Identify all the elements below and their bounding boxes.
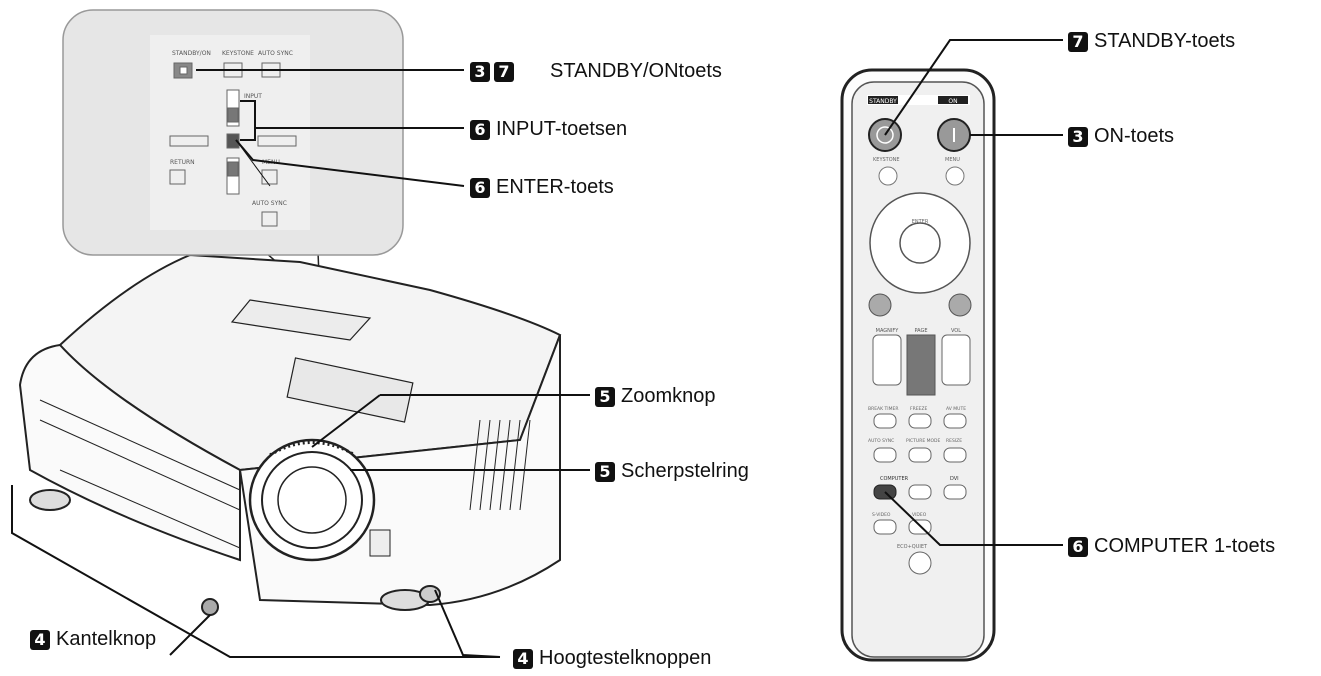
callout-text: ON-toets: [1094, 125, 1175, 147]
callout-input: 6 INPUT-toetsen: [470, 118, 627, 141]
callout-enter: 6 ENTER-toets: [470, 176, 614, 199]
remote-control: STANDBY ON KEYSTONE MENU ENTER MAGNIFY P…: [840, 68, 996, 662]
callout-computer1: 6 COMPUTER 1-toets: [1068, 535, 1275, 558]
remote-computer-label: COMPUTER: [880, 476, 909, 482]
remote-break-timer-label: BREAK TIMER: [868, 406, 898, 412]
callout-number: 7: [494, 61, 514, 82]
panel-return-label: RETURN: [170, 159, 195, 166]
panel-auto-sync-small-label: AUTO SYNC: [252, 200, 287, 207]
callout-number: 6: [470, 177, 490, 198]
callout-number: 6: [470, 119, 490, 140]
callout-text: ENTER-toets: [496, 176, 614, 198]
callout-text: Kantelknop: [56, 628, 157, 650]
remote-resize-label: RESIZE: [946, 438, 962, 444]
leader-lines: [11, 39, 1063, 658]
callout-number: 4: [513, 648, 533, 669]
remote-eco-quiet-label: ECO+QUIET: [897, 544, 928, 550]
callout-number: 5: [595, 461, 615, 482]
panel-auto-sync-label: AUTO SYNC: [258, 50, 293, 57]
remote-standby-label: STANDBY: [869, 98, 897, 105]
callout-standby: 7 STANDBY-toets: [1068, 30, 1235, 53]
callout-zoom: 5 Zoomknop: [595, 385, 716, 408]
callout-number: 3: [1068, 126, 1088, 147]
remote-menu-label: MENU: [945, 157, 960, 163]
callout-number: 5: [595, 386, 615, 407]
remote-vol-label: VOL: [951, 328, 961, 334]
panel-keystone-label: KEYSTONE: [222, 50, 254, 57]
remote-video-label: VIDEO: [912, 512, 927, 518]
projector: [18, 251, 562, 616]
callout-text: Scherpstelring: [621, 460, 749, 482]
remote-freeze-label: FREEZE: [910, 406, 927, 412]
remote-enter-label: ENTER: [912, 219, 929, 225]
remote-on-label: ON: [948, 98, 957, 105]
callout-number: 3: [470, 61, 490, 82]
callout-text: STANDBY-toets: [1094, 30, 1236, 52]
callout-number: 6: [1068, 536, 1088, 557]
callout-height: 4 Hoogtestelknoppen: [513, 647, 711, 670]
remote-dvi-label: DVI: [950, 476, 959, 482]
callout-text: Hoogtestelknoppen: [539, 647, 712, 669]
remote-av-mute-label: AV MUTE: [946, 406, 966, 412]
callout-tilt: 4 Kantelknop: [30, 628, 156, 651]
callout-text: STANDBY/ONtoets: [550, 60, 722, 82]
callout-number: 4: [30, 629, 50, 650]
control-panel-inset: STANDBY/ON KEYSTONE AUTO SYNC INPUT RETU…: [62, 9, 404, 256]
callout-text: Zoomknop: [621, 385, 716, 407]
remote-auto-sync-label: AUTO SYNC: [868, 438, 894, 444]
callout-number: 7: [1068, 31, 1088, 52]
remote-page-label: PAGE: [914, 328, 927, 334]
callout-text: INPUT-toetsen: [496, 118, 628, 140]
callout-text: COMPUTER 1-toets: [1094, 535, 1276, 557]
panel-standby-on-label: STANDBY/ON: [172, 50, 211, 57]
callout-standby-on: 3 7 STANDBY/ONtoets: [470, 60, 722, 83]
remote-magnify-label: MAGNIFY: [876, 328, 900, 334]
callout-focus: 5 Scherpstelring: [595, 460, 749, 483]
remote-keystone-label: KEYSTONE: [873, 157, 900, 163]
remote-picture-mode-label: PICTURE MODE: [906, 438, 941, 444]
remote-s-video-label: S-VIDEO: [872, 512, 891, 518]
panel-input-label: INPUT: [244, 93, 262, 100]
callout-on: 3 ON-toets: [1068, 125, 1174, 148]
